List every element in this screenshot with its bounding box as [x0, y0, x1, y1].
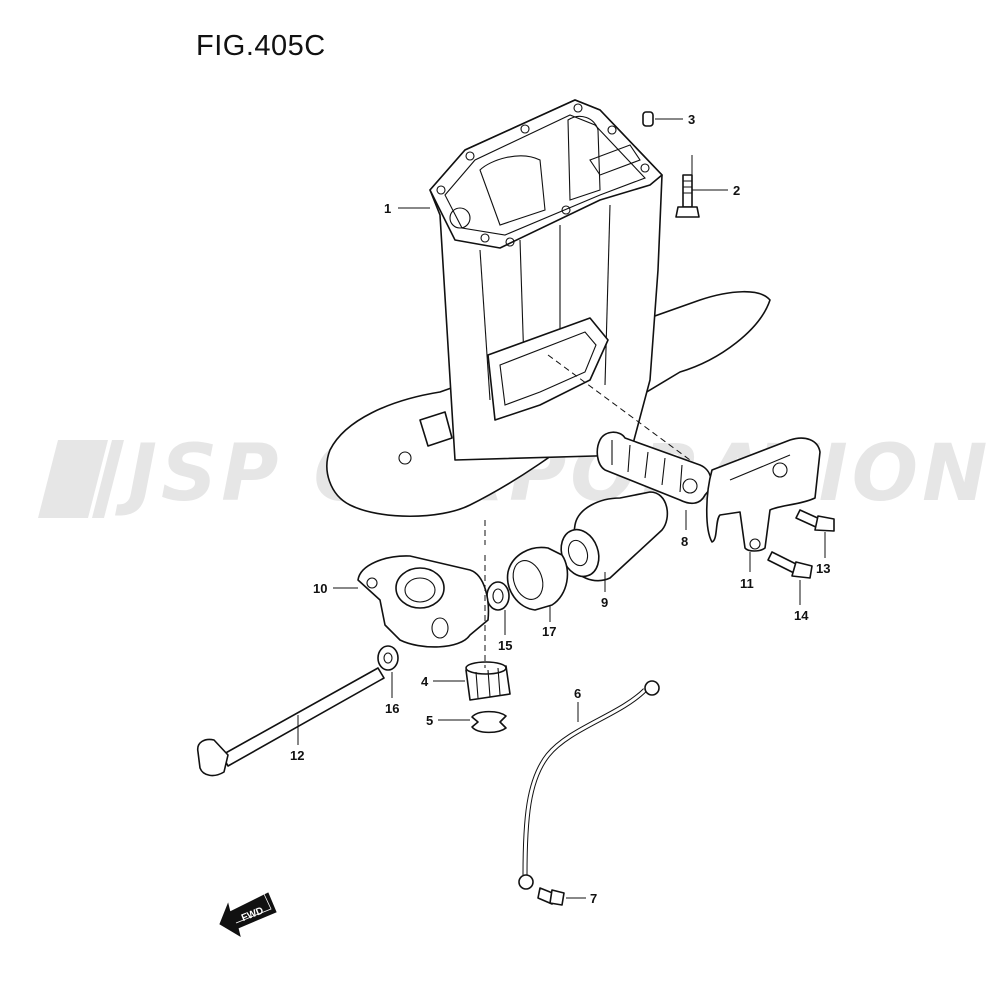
leader-lines	[297, 118, 826, 899]
callout-17: 17	[542, 624, 556, 639]
watermark-logo-mark	[38, 440, 124, 518]
fwd-arrow: FWD	[219, 892, 277, 938]
callout-8: 8	[681, 534, 688, 549]
screw-7	[537, 887, 565, 906]
clip	[471, 710, 507, 734]
washer-16	[377, 645, 399, 671]
long-bolt	[196, 667, 385, 777]
mount-rubber	[596, 431, 712, 505]
bolt-13	[795, 509, 835, 532]
bolt-14	[767, 551, 813, 579]
mount-cover	[706, 437, 821, 552]
callouts: 1 2 3 4 5 6 7 8 9 10 11 12 13 14 15 16 1…	[290, 112, 830, 906]
callout-10: 10	[313, 581, 327, 596]
callout-15: 15	[498, 638, 512, 653]
callout-9: 9	[601, 595, 608, 610]
lower-mount-housing	[357, 555, 490, 648]
callout-3: 3	[688, 112, 695, 127]
figure-title: FIG.405C	[196, 30, 326, 62]
callout-5: 5	[426, 713, 433, 728]
callout-1: 1	[384, 201, 391, 216]
dowel-pin	[642, 111, 654, 127]
callout-4: 4	[421, 674, 429, 689]
ground-wire	[518, 680, 660, 890]
callout-13: 13	[816, 561, 830, 576]
bolt-2	[675, 174, 700, 218]
callout-6: 6	[574, 686, 581, 701]
callout-11: 11	[740, 576, 754, 591]
collar	[506, 546, 569, 611]
callout-16: 16	[385, 701, 399, 716]
washer-15	[486, 581, 510, 611]
nut	[465, 661, 511, 701]
callout-12: 12	[290, 748, 304, 763]
callout-2: 2	[733, 183, 740, 198]
drive-shaft-housing	[326, 99, 771, 518]
callout-14: 14	[794, 608, 809, 623]
callout-7: 7	[590, 891, 597, 906]
